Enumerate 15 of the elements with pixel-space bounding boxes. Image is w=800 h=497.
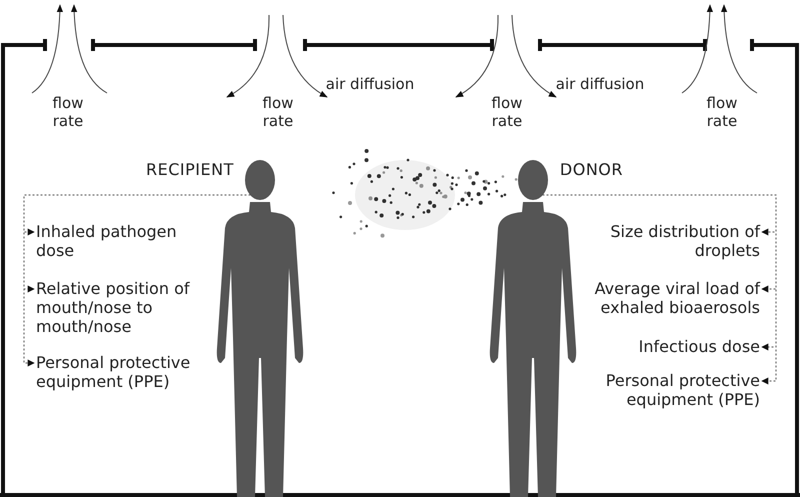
factor-text: Inhaled pathogen dose <box>36 222 216 260</box>
role-heading: DONOR <box>560 160 623 179</box>
flow-label: flow rate <box>52 94 84 130</box>
factor-text: Average viral load of exhaled bioaerosols <box>548 279 760 317</box>
factor-text: Personal protective equipment (PPE) <box>36 353 241 391</box>
role-heading: RECIPIENT <box>146 160 234 179</box>
flow-label: flow rate <box>490 94 524 130</box>
factor-text: Infectious dose <box>560 337 760 356</box>
flow-label: flow rate <box>706 94 738 130</box>
flow-label: air diffusion <box>555 75 645 93</box>
factor-text: Size distribution of droplets <box>560 222 760 260</box>
factor-text: Personal protective equipment (PPE) <box>548 371 760 409</box>
factor-text: Relative position of mouth/nose to mouth/nose <box>36 279 241 336</box>
flow-label: air diffusion <box>325 75 415 93</box>
flow-label: flow rate <box>262 94 294 130</box>
